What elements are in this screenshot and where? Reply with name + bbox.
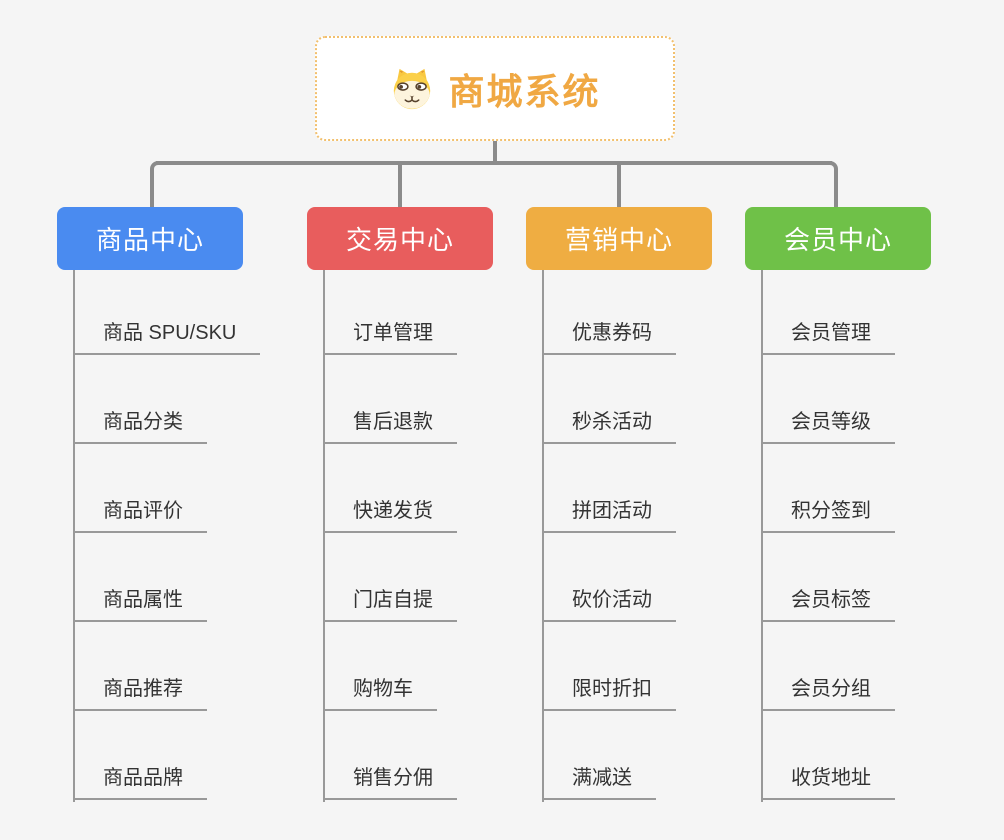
child-node[interactable]: 优惠券码 <box>542 318 676 355</box>
child-node[interactable]: 商品推荐 <box>73 674 207 711</box>
child-node[interactable]: 会员管理 <box>761 318 895 355</box>
child-node[interactable]: 收货地址 <box>761 763 895 800</box>
root-node[interactable]: 商城系统 <box>315 36 675 141</box>
child-node[interactable]: 销售分佣 <box>323 763 457 800</box>
branch-rail <box>323 270 325 802</box>
branch-label: 营销中心 <box>564 225 673 255</box>
branch-label: 交易中心 <box>345 225 454 255</box>
branch-node-trade[interactable]: 交易中心 <box>307 207 493 270</box>
branch-label: 会员中心 <box>783 225 892 255</box>
branch-column-members: 会员中心 会员管理 会员等级 积分签到 会员标签 会员分组 收货地址 <box>745 207 995 827</box>
child-node[interactable]: 门店自提 <box>323 585 457 622</box>
child-node[interactable]: 购物车 <box>323 674 437 711</box>
branch-node-marketing[interactable]: 营销中心 <box>526 207 712 270</box>
child-node[interactable]: 秒杀活动 <box>542 407 676 444</box>
child-node[interactable]: 拼团活动 <box>542 496 676 533</box>
branch-node-products[interactable]: 商品中心 <box>57 207 243 270</box>
branch-node-members[interactable]: 会员中心 <box>745 207 931 270</box>
branch-label: 商品中心 <box>95 225 204 255</box>
child-node[interactable]: 积分签到 <box>761 496 895 533</box>
child-node[interactable]: 订单管理 <box>323 318 457 355</box>
child-node[interactable]: 会员等级 <box>761 407 895 444</box>
child-node[interactable]: 商品属性 <box>73 585 207 622</box>
branch-rail <box>73 270 75 802</box>
branch-rail <box>761 270 763 802</box>
branch-column-trade: 交易中心 订单管理 售后退款 快递发货 门店自提 购物车 销售分佣 <box>307 207 557 827</box>
child-node[interactable]: 会员分组 <box>761 674 895 711</box>
connector-horizontal-bar <box>156 161 832 165</box>
branch-column-marketing: 营销中心 优惠券码 秒杀活动 拼团活动 砍价活动 限时折扣 满减送 <box>526 207 776 827</box>
branch-column-products: 商品中心 商品 SPU/SKU 商品分类 商品评价 商品属性 商品推荐 商品品牌 <box>57 207 307 827</box>
root-title: 商城系统 <box>448 70 601 112</box>
connector-drop-branch-2 <box>398 163 402 207</box>
connector-drop-branch-3 <box>617 163 621 207</box>
dog-face-icon <box>389 66 435 112</box>
child-node[interactable]: 商品评价 <box>73 496 207 533</box>
connector-elbow-left <box>150 161 164 207</box>
child-node[interactable]: 会员标签 <box>761 585 895 622</box>
child-node[interactable]: 商品 SPU/SKU <box>73 318 261 355</box>
child-node[interactable]: 快递发货 <box>323 496 457 533</box>
connector-root-stem <box>493 141 497 165</box>
child-node[interactable]: 满减送 <box>542 763 656 800</box>
child-node[interactable]: 砍价活动 <box>542 585 676 622</box>
child-node[interactable]: 限时折扣 <box>542 674 676 711</box>
branch-rail <box>542 270 544 802</box>
child-node[interactable]: 商品品牌 <box>73 763 207 800</box>
child-node[interactable]: 售后退款 <box>323 407 457 444</box>
connector-elbow-right <box>824 161 838 207</box>
child-node[interactable]: 商品分类 <box>73 407 207 444</box>
